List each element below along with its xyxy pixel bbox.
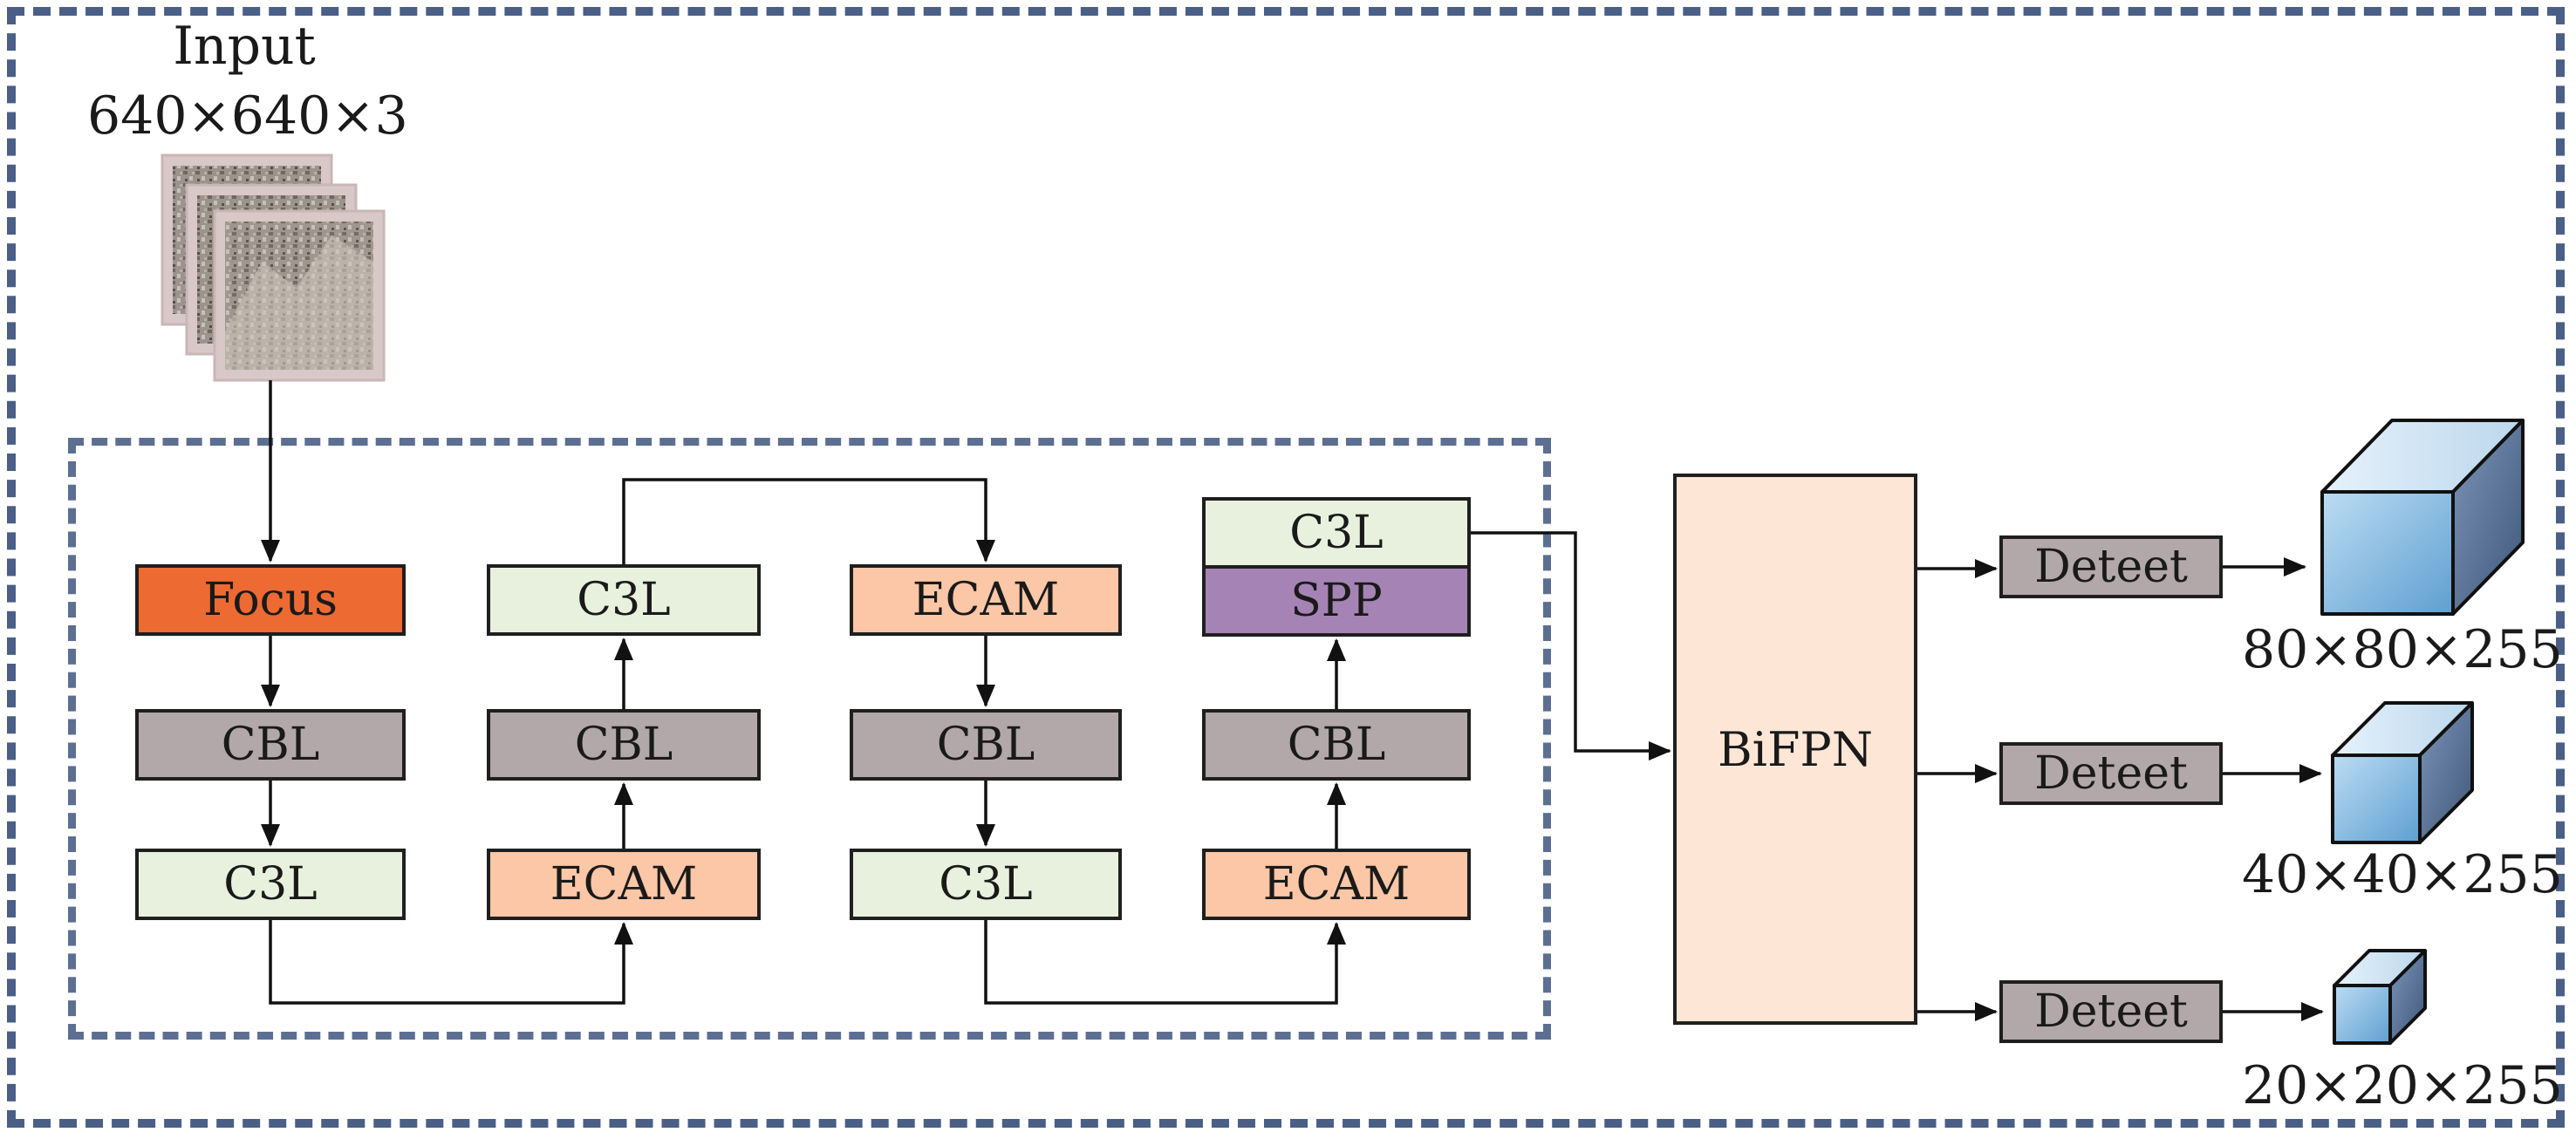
outer-frame [7,7,2565,1128]
arrow-c3l-bifpn [1471,531,1671,760]
arrow-col1-col2 [269,920,633,1005]
detect-head-1: Deteet [1999,535,2223,598]
input-size-label: 640×640×3 [87,85,408,147]
cbl-block-col2: CBL [487,709,761,781]
output-cube-medium [2331,701,2474,844]
cbl-block-col3: CBL [850,709,1122,781]
output-label-1: 80×80×255 [2242,619,2563,680]
output-label-2: 40×40×255 [2242,844,2563,905]
ecam-block-col3: ECAM [850,564,1122,636]
spp-block: SPP [1202,565,1471,637]
input-image-front [213,209,386,382]
input-label: Input [173,16,316,77]
c3l-block-col2: C3L [487,564,761,636]
cbl-block-col4: CBL [1202,709,1471,781]
ecam-block-col2: ECAM [487,849,761,920]
c3l-block-col3: C3L [850,849,1122,920]
focus-block: Focus [135,564,406,636]
bifpn-block: BiFPN [1673,474,1917,1025]
output-cube-large [2320,419,2525,616]
detect-head-3: Deteet [1999,980,2223,1043]
backbone-frame [68,438,1551,1040]
detect-head-2: Deteet [1999,742,2223,805]
arrow-col3-col4 [984,920,1346,1005]
output-cube-small [2333,949,2427,1045]
ecam-block-col4: ECAM [1202,849,1471,920]
arrow-col2-col3 [622,478,995,564]
output-label-3: 20×20×255 [2242,1055,2563,1116]
c3l-block-col1: C3L [135,849,406,920]
cbl-block-col1: CBL [135,709,406,781]
